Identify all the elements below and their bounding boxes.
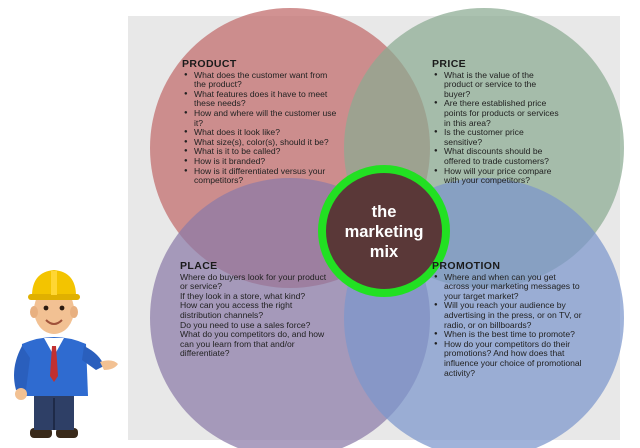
center-line-2: marketing xyxy=(344,223,424,241)
place-line: Where do buyers look for your product or… xyxy=(180,271,327,292)
product-list: What does the customer want from the pro… xyxy=(182,70,340,186)
price-item: Are there established price points for p… xyxy=(434,99,560,128)
product-item: What features does it have to meet these… xyxy=(184,89,340,109)
center-line-1: the xyxy=(371,203,397,221)
price-item: Is the customer price sensitive? xyxy=(434,127,560,147)
price-item: How will your price compare with your co… xyxy=(434,166,560,186)
right-eye xyxy=(59,305,65,311)
hard-hat-brim xyxy=(28,294,80,300)
place-line: If they look in a store, what kind? xyxy=(180,290,306,301)
product-item: How and where will the customer use it? xyxy=(184,108,340,128)
product-item: What does the customer want from the pro… xyxy=(184,70,340,90)
right-hand xyxy=(100,360,118,370)
product-section: PRODUCT What does the customer want from… xyxy=(182,58,340,186)
place-line: What do you competitors do, and how can … xyxy=(180,329,325,359)
left-hand xyxy=(15,388,27,400)
place-title: PLACE xyxy=(180,260,218,272)
promotion-item: How do your competitors do their promoti… xyxy=(434,339,582,378)
promotion-section: PROMOTION Where and when can you get acr… xyxy=(432,260,582,379)
product-item: What size(s), color(s), should it be? xyxy=(184,137,340,148)
left-arm xyxy=(14,346,30,390)
product-item: How is it differentiated versus your com… xyxy=(184,166,340,186)
place-line: How can you access the right distributio… xyxy=(180,300,293,320)
promotion-item: Will you reach your audience by advertis… xyxy=(434,301,582,330)
place-list: Where do buyers look for your product or… xyxy=(180,271,328,359)
price-item: What is the value of the product or serv… xyxy=(434,70,560,100)
product-item: What is it to be called? xyxy=(184,147,340,157)
product-title: PRODUCT xyxy=(182,58,237,70)
product-item: How is it branded? xyxy=(184,156,340,167)
construction-worker-illustration xyxy=(14,270,118,438)
left-shoe xyxy=(30,428,52,438)
left-eye xyxy=(43,305,49,311)
promotion-list: Where and when can you get across your m… xyxy=(432,272,582,379)
right-shoe xyxy=(56,428,78,438)
right-ear xyxy=(70,306,78,318)
place-section: PLACE Where do buyers look for your prod… xyxy=(180,260,328,359)
promotion-item: When is the best time to promote? xyxy=(434,330,582,340)
price-list: What is the value of the product or serv… xyxy=(432,70,560,186)
tie xyxy=(50,346,58,382)
right-arm xyxy=(82,346,104,370)
center-label: the marketing mix xyxy=(324,172,444,292)
promotion-title: PROMOTION xyxy=(432,260,501,272)
product-item: What does it look like? xyxy=(184,128,340,138)
place-line: Do you need to use a sales force? xyxy=(180,319,311,330)
smile xyxy=(45,319,63,325)
price-section: PRICE What is the value of the product o… xyxy=(432,58,560,186)
center-line-3: mix xyxy=(369,243,399,261)
hard-hat-ridge xyxy=(51,271,57,295)
left-ear xyxy=(30,306,38,318)
center-circle xyxy=(318,165,450,297)
price-title: PRICE xyxy=(432,58,467,70)
price-item: What discounts should be offered to trad… xyxy=(434,146,560,166)
promotion-item: Where and when can you get across your m… xyxy=(434,272,582,302)
